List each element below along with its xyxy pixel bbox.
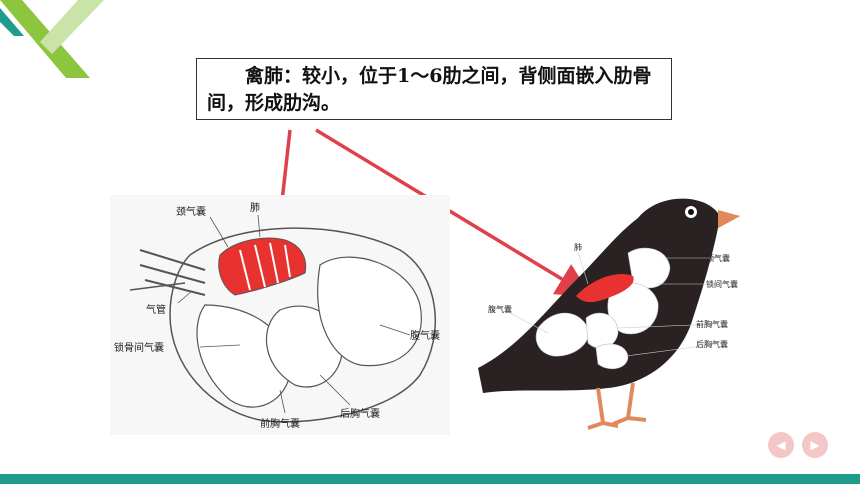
label-clavicular-air-sac: 锁骨间气囊 <box>114 341 164 354</box>
triangle-left-icon: ◀ <box>776 438 786 452</box>
left-air-sac-diagram: 颈气囊 肺 气管 锁骨间气囊 腹气囊 后胸气囊 前胸气囊 <box>110 195 450 435</box>
label-posterior-thoracic-air-sac: 后胸气囊 <box>340 407 380 420</box>
bottom-accent-bar <box>0 474 860 484</box>
description-text: 禽肺：较小，位于1～6肋之间，背侧面嵌入肋骨间，形成肋沟。 <box>207 65 652 114</box>
label-lung: 肺 <box>250 202 260 214</box>
right-bird-diagram: 肺 颈气囊 锁间气囊 腹气囊 前胸气囊 后胸气囊 <box>478 198 740 430</box>
label-bird-neck-air-sac: 颈气囊 <box>706 253 730 263</box>
label-abdominal-air-sac: 腹气囊 <box>410 329 440 342</box>
corner-decoration <box>0 0 104 78</box>
label-bird-clavicular-air-sac: 锁间气囊 <box>706 279 738 289</box>
next-slide-button[interactable]: ▶ <box>802 432 828 458</box>
label-trachea: 气管 <box>146 303 166 316</box>
label-bird-anterior-thoracic-air-sac: 前胸气囊 <box>696 319 728 329</box>
label-anterior-thoracic-air-sac: 前胸气囊 <box>260 417 300 430</box>
label-bird-abdominal-air-sac: 腹气囊 <box>488 304 512 314</box>
triangle-right-icon: ▶ <box>810 438 820 452</box>
label-neck-air-sac: 颈气囊 <box>176 205 206 218</box>
description-textbox: 禽肺：较小，位于1～6肋之间，背侧面嵌入肋骨间，形成肋沟。 <box>196 58 672 120</box>
label-bird-posterior-thoracic-air-sac: 后胸气囊 <box>696 339 728 349</box>
prev-slide-button[interactable]: ◀ <box>768 432 794 458</box>
label-bird-lung: 肺 <box>574 243 582 252</box>
